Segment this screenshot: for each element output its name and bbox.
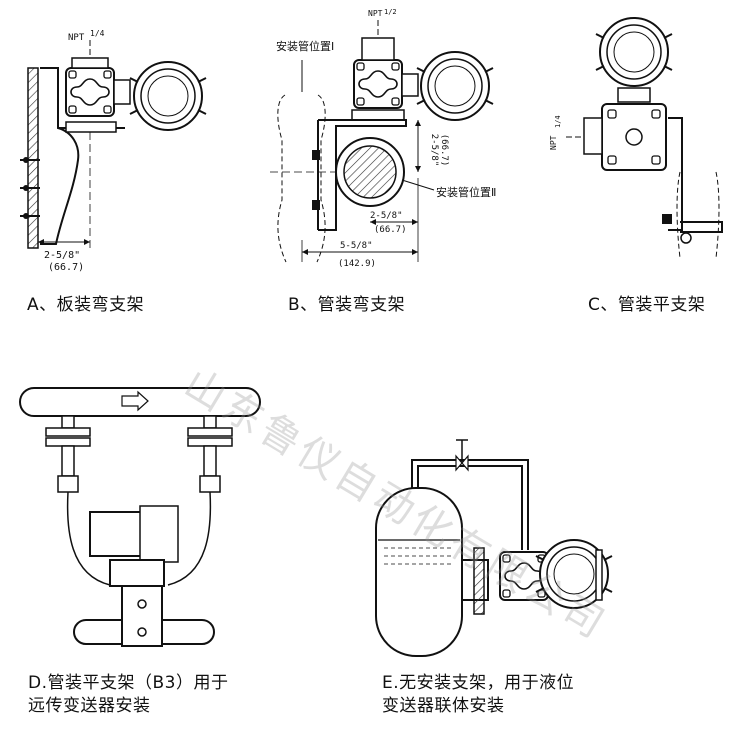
panel-b-dim-total-mm: (142.9) [338, 259, 376, 269]
panel-c-npt-label: NPT [549, 135, 558, 150]
panel-a-npt-fraction: 1/4 [90, 29, 105, 38]
panel-b-drawing [270, 20, 494, 263]
panel-c-npt-fraction: 1/4 [554, 115, 562, 128]
panel-e-drawing [375, 439, 613, 657]
panel-c-caption: C、管装平支架 [588, 295, 706, 315]
panel-b-position-2-label: 安装管位置Ⅱ [436, 185, 496, 199]
panel-b-dim-h-inch: 2-5/8" [370, 211, 403, 221]
panel-b-position-1-label: 安装管位置Ⅰ [276, 39, 334, 53]
panel-d-caption: D.管装平支架（B3）用于 远传变送器安装 [28, 672, 228, 718]
panel-b-dim-total-inch: 5-5/8" [340, 241, 373, 251]
panel-a-dim-inch: 2-5/8" [44, 250, 80, 261]
panel-b-caption: B、管装弯支架 [288, 295, 406, 315]
panel-b-dim-vert-inch: 2-5/8" [429, 134, 439, 167]
panel-e-caption-line1: E.无安装支架，用于液位 [382, 673, 575, 693]
panel-b-npt-label: NPT [368, 9, 383, 18]
panel-e-caption: E.无安装支架，用于液位 变送器联体安装 [382, 672, 574, 718]
panel-d-caption-line2: 远传变送器安装 [28, 696, 151, 716]
panel-a-npt-label: NPT [68, 33, 85, 43]
panel-d-drawing [19, 387, 261, 647]
panel-a-caption: A、板装弯支架 [27, 295, 145, 315]
panel-a-drawing [20, 40, 207, 250]
panel-c-drawing [566, 17, 723, 259]
panel-a-dim-mm: (66.7) [48, 262, 84, 273]
panel-d-caption-line1: D.管装平支架（B3）用于 [28, 673, 229, 693]
panel-b-dim-vert-mm: (66.7) [439, 134, 449, 167]
panel-b-dim-h-mm: (66.7) [374, 225, 407, 235]
panel-e-caption-line2: 变送器联体安装 [382, 696, 505, 716]
panel-b-npt-fraction: 1/2 [384, 8, 397, 16]
